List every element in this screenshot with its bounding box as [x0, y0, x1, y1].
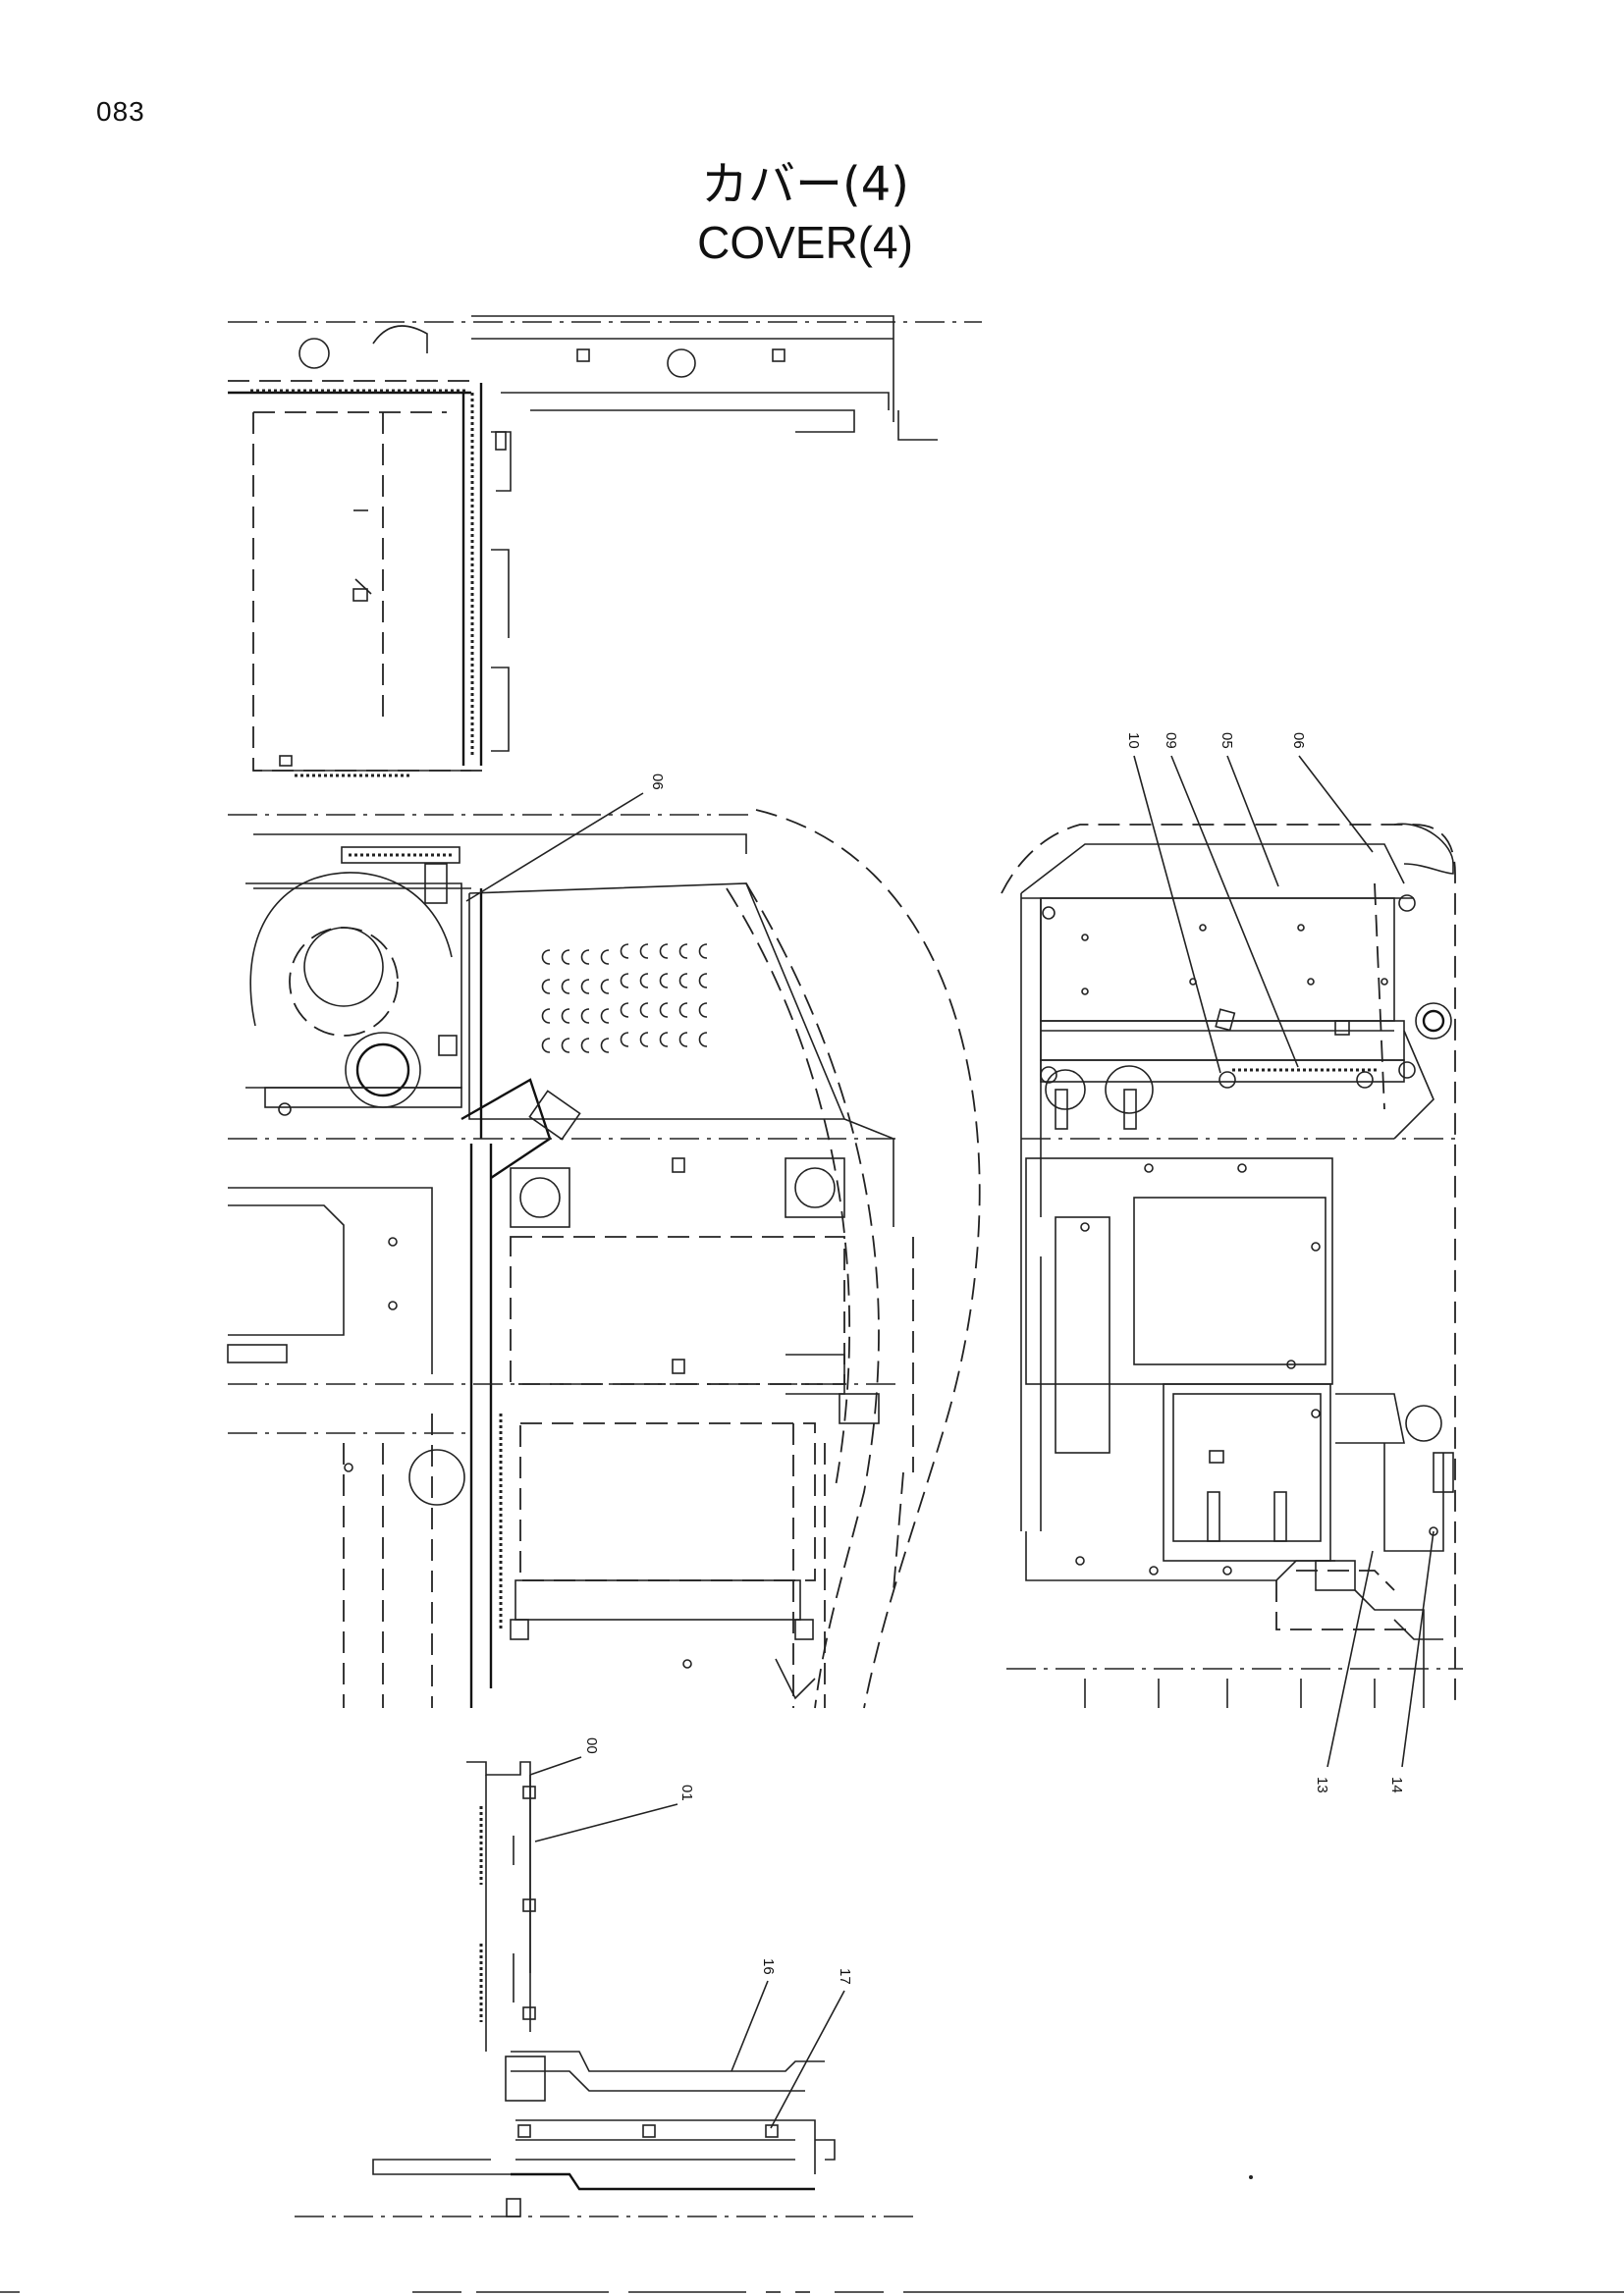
page-number: 083 [96, 96, 145, 127]
title-japanese: カバー(4) [701, 157, 909, 212]
callout-06-side: 06 [1290, 732, 1374, 853]
callout-label: 13 [1314, 1777, 1330, 1793]
vent-holes [541, 943, 708, 1053]
callout-label: 00 [583, 1737, 600, 1754]
callout-00-detail: 00 [529, 1737, 600, 1776]
callout-label: 01 [678, 1785, 695, 1801]
callout-14-side: 14 [1388, 1530, 1435, 1793]
main-top-view [227, 809, 981, 1709]
page-footer-marks [0, 2175, 1624, 2293]
bottom-detail-view [295, 1761, 913, 2217]
callout-01-detail: 01 [534, 1785, 695, 1842]
callout-17-detail: 17 [770, 1968, 853, 2129]
callout-label: 16 [760, 1958, 777, 1975]
callout-label: 09 [1163, 732, 1179, 749]
callout-13-side: 13 [1314, 1550, 1374, 1793]
callout-06-top: 06 [465, 774, 666, 902]
callout-label: 06 [649, 774, 666, 790]
callout-label: 06 [1290, 732, 1307, 749]
callout-label: 10 [1125, 732, 1142, 749]
callout-label: 17 [837, 1968, 853, 1985]
callout-10-side: 10 [1125, 732, 1221, 1074]
side-view [1001, 823, 1463, 1708]
title-english: COVER(4) [697, 217, 913, 268]
callout-05-side: 05 [1218, 732, 1279, 887]
title-block: カバー(4) COVER(4) [628, 155, 982, 271]
callout-label: 05 [1218, 732, 1235, 749]
top-partial-view [228, 315, 982, 777]
callout-16-detail: 16 [731, 1958, 777, 2072]
callout-label: 14 [1388, 1777, 1405, 1793]
callout-09-side: 09 [1163, 732, 1299, 1068]
